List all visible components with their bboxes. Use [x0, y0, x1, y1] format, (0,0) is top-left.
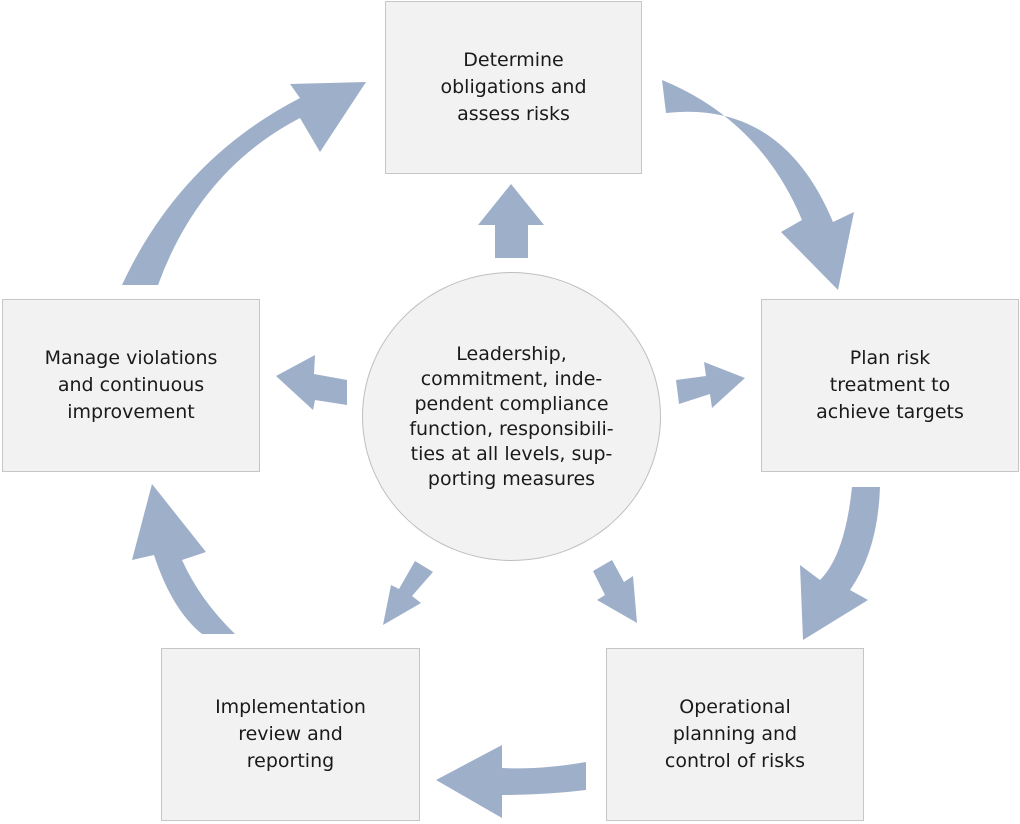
step-label: Implementation review and reporting	[215, 696, 366, 772]
cycle-arrow-left-to-top	[122, 82, 366, 285]
cycle-arrow-bottomright-to-bottomleft	[436, 745, 586, 818]
spoke-arrow-to-bottomleft	[383, 561, 433, 625]
step-label: Operational planning and control of risk…	[664, 696, 806, 772]
center-label: Leadership, commitment, inde- pendent co…	[409, 342, 614, 490]
spoke-arrow-to-left	[276, 355, 347, 410]
step-label: Manage violations and continuous improve…	[44, 347, 218, 423]
step-box-plan-risk-treatment: Plan risk treatment to achieve targets	[761, 299, 1019, 472]
step-label: Determine obligations and assess risks	[440, 49, 587, 125]
center-leadership-circle: Leadership, commitment, inde- pendent co…	[362, 272, 661, 561]
spoke-arrow-to-right	[676, 362, 745, 408]
step-box-implementation-review: Implementation review and reporting	[161, 648, 420, 821]
cycle-arrow-top-to-right	[662, 80, 854, 290]
step-box-operational-planning: Operational planning and control of risk…	[606, 648, 864, 821]
step-box-manage-violations: Manage violations and continuous improve…	[2, 299, 260, 472]
cycle-arrow-right-to-bottomright	[800, 487, 880, 640]
cycle-arrow-bottomleft-to-left	[132, 484, 235, 634]
step-label: Plan risk treatment to achieve targets	[816, 347, 964, 423]
spoke-arrow-to-top	[478, 184, 544, 258]
step-box-determine-obligations: Determine obligations and assess risks	[385, 1, 642, 174]
spoke-arrow-to-bottomright	[593, 560, 637, 623]
